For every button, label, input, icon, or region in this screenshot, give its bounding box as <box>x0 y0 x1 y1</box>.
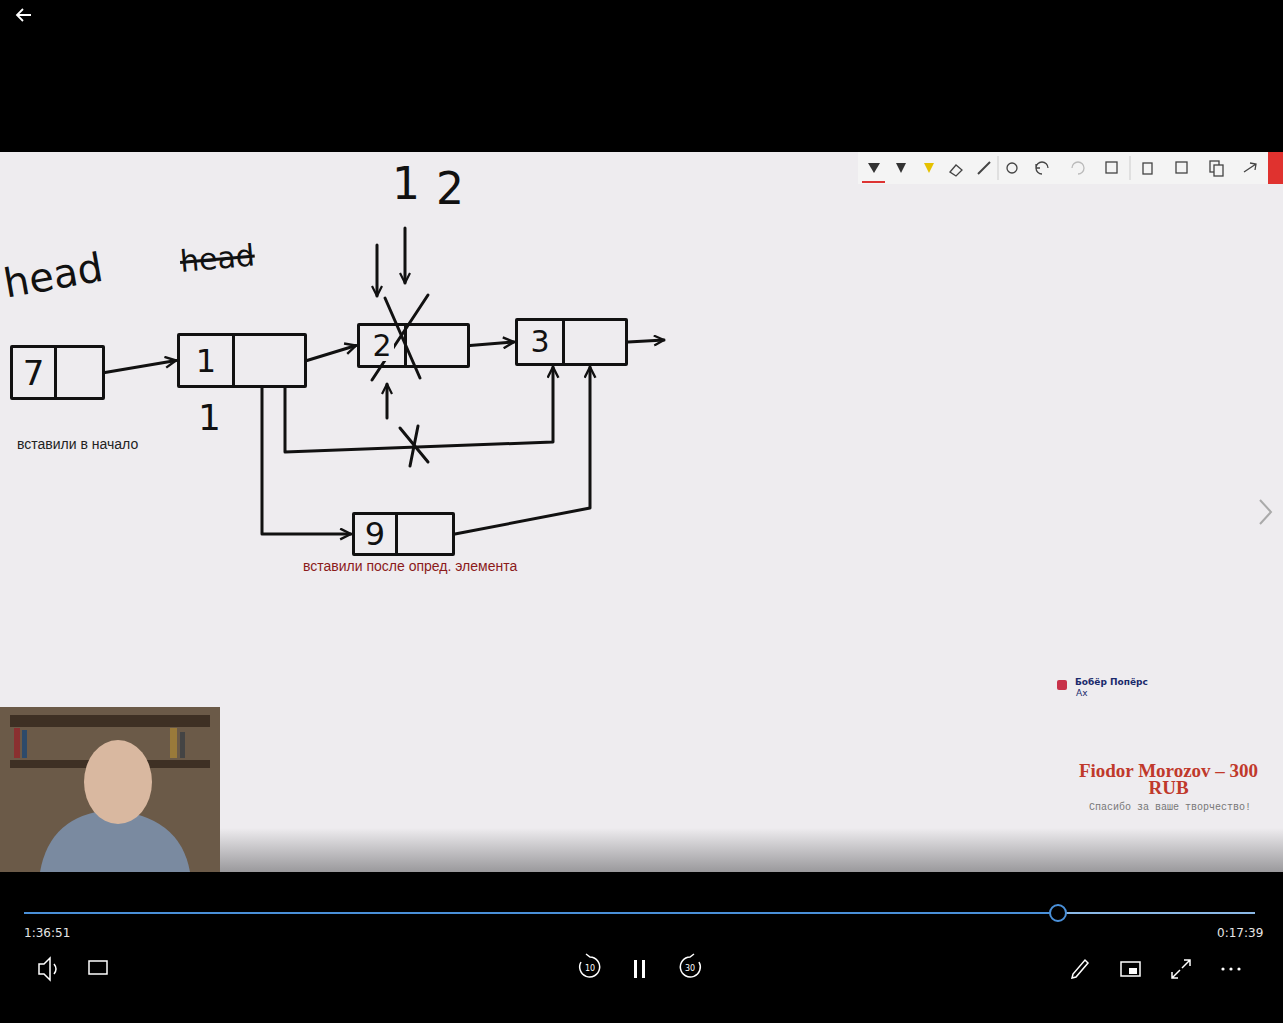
value-cell: 2 <box>360 326 407 365</box>
pointer-name-struck: head <box>179 239 256 278</box>
value-cell: 9 <box>355 515 398 553</box>
pointer-arrow <box>307 346 356 361</box>
next-chevron <box>1260 500 1271 524</box>
pointer-arrow <box>262 388 351 534</box>
pointer-arrow <box>285 367 553 452</box>
node-value: 3 <box>528 327 551 357</box>
notification-text: Ах <box>1076 689 1087 699</box>
next-pointer-cell <box>57 348 102 397</box>
node-value: 2 <box>370 331 393 361</box>
note-text: вставили в начало <box>17 437 138 452</box>
value-cell: 3 <box>518 321 565 363</box>
webcam-feed <box>0 707 220 872</box>
notification-icon <box>1057 680 1067 690</box>
list-node: 7 <box>10 345 105 400</box>
pointer-arrow <box>470 342 514 346</box>
skip-forward-number: 30 <box>681 965 699 974</box>
value-cell: 7 <box>13 348 57 397</box>
list-node: 1 <box>177 333 307 388</box>
pointer-number: 1 <box>392 160 420 208</box>
time-remaining: 0:17:39 <box>1217 927 1263 940</box>
time-elapsed: 1:36:51 <box>24 927 70 940</box>
pointer-arrow <box>105 361 176 373</box>
donation-text: Fiodor Morozov – 300 RUB <box>1066 762 1271 796</box>
hand-drawn-marks <box>372 228 664 466</box>
back-arrow <box>17 9 31 21</box>
next-pointer-cell <box>235 336 304 385</box>
next-pointer-cell <box>398 515 452 553</box>
notification-name: Бобёр Попёрс <box>1075 678 1148 688</box>
pointer-arrow <box>455 367 590 534</box>
skip-back-number: 10 <box>581 965 599 974</box>
node-value: 9 <box>363 518 387 550</box>
value-cell: 1 <box>180 336 235 385</box>
player-bar <box>0 872 1283 1023</box>
next-pointer-cell <box>565 321 625 363</box>
toolbar <box>858 152 1283 184</box>
next-pointer-cell <box>407 326 467 365</box>
list-node: 3 <box>515 318 628 366</box>
list-node: 9 <box>352 512 455 556</box>
top-bar <box>0 0 1283 152</box>
node-value: 1 <box>194 345 218 377</box>
player-controls <box>24 905 1255 980</box>
note-text: вставили после опред. элемента <box>303 559 517 574</box>
list-node: 2 <box>357 323 470 368</box>
donation-message: Спасибо за ваше творчество! <box>1080 802 1260 813</box>
node-value: 7 <box>21 356 47 390</box>
pointer-number: 2 <box>436 165 464 213</box>
pointer-number: 1 <box>198 398 221 438</box>
